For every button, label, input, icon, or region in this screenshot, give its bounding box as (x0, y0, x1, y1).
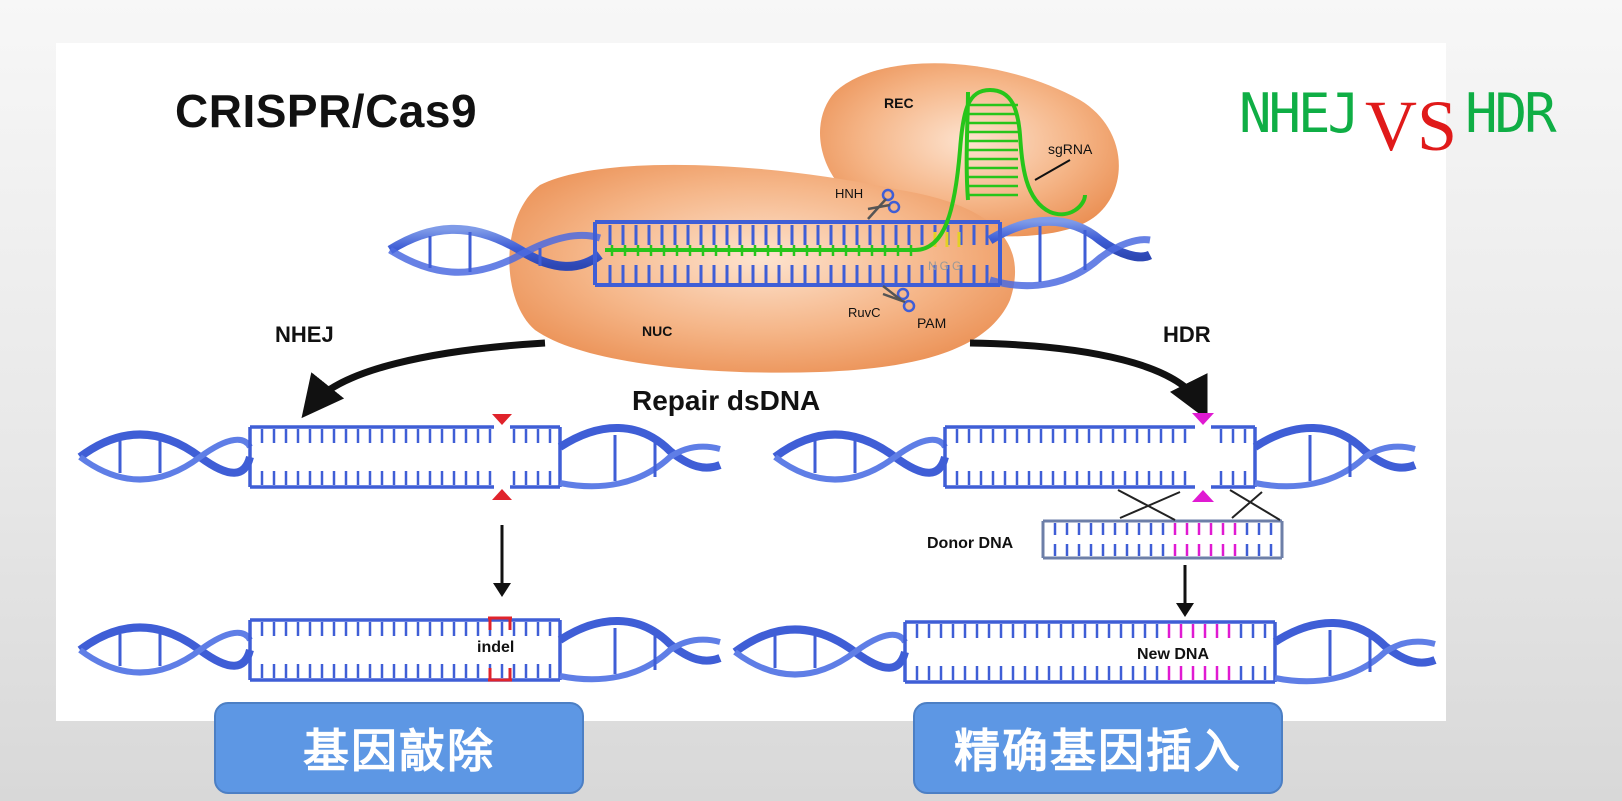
hdr-down-arrow (1176, 565, 1194, 617)
nhej-arrow (301, 339, 546, 419)
hdr-repaired-dna (732, 619, 1437, 685)
diagram-panel (56, 43, 1446, 721)
donor-dna (1041, 519, 1284, 560)
helix-strand (78, 436, 253, 483)
nhej-down-arrow (493, 525, 511, 597)
new-dna-label: New DNA (1137, 646, 1209, 663)
rec-label: REC (884, 95, 914, 111)
sgrna-guide-rungs (610, 245, 913, 256)
donor-dna-label: Donor DNA (927, 535, 1014, 552)
ruvc-label: RuvC (848, 305, 881, 320)
helix-strand (772, 430, 949, 477)
helix-strand (557, 424, 722, 472)
helix-strand (78, 629, 253, 676)
hdr-arrow (969, 339, 1208, 421)
ruvc-scissors-icon (882, 285, 916, 313)
helix-strand (1254, 443, 1416, 490)
hdr-cut-dna (772, 424, 1417, 490)
page-title: CRISPR/Cas9 (175, 85, 478, 137)
ngg-label: NGG (928, 259, 964, 273)
repair-label: Repair dsDNA (632, 385, 820, 416)
sgrna-label: sgRNA (1048, 141, 1093, 157)
sgrna-strand (605, 87, 1087, 256)
hdr-cut-mark-top (1192, 413, 1214, 425)
vs-title-vs: VS (1365, 86, 1458, 166)
nuc-label: NUC (642, 323, 672, 339)
cas9-protein (509, 63, 1119, 373)
hnh-scissors-icon (867, 188, 901, 220)
nhej-cut-dna (77, 424, 722, 490)
helix-strand (1272, 619, 1437, 667)
helix-strand (77, 430, 254, 477)
nhej-repaired-dna (77, 617, 722, 683)
indel-mark-bottom (488, 668, 512, 682)
nhej-cut-mark-top (492, 414, 512, 425)
helix-strand (773, 436, 948, 483)
precise-insertion-button[interactable]: 精确基因插入 (913, 702, 1283, 794)
nhej-label: NHEJ (275, 322, 334, 347)
nhej-vs-hdr-title: NHEJ VS HDR (1239, 82, 1557, 162)
hdr-cut-mark-bottom (1192, 490, 1214, 502)
donor-crossover-lines (1117, 489, 1281, 521)
helix-strand (557, 617, 722, 665)
helix-strand (732, 625, 909, 672)
nuc-lobe (509, 164, 1016, 373)
helix-strand (1252, 424, 1417, 472)
top-dna-lower-rungs (608, 265, 989, 283)
vs-title-hdr: HDR (1465, 82, 1557, 145)
helix-strand (733, 631, 908, 678)
indel-mark-top (488, 616, 512, 630)
helix-strand (77, 623, 254, 670)
nhej-cut-mark-bottom (492, 489, 512, 500)
helix-strand (559, 636, 721, 683)
sgrna-hairpin-rungs (968, 103, 1018, 197)
hnh-label: HNH (835, 186, 863, 201)
hdr-label: HDR (1163, 322, 1211, 347)
top-dna (387, 216, 1153, 290)
gene-knockout-button[interactable]: 基因敲除 (214, 702, 584, 794)
pam-label: PAM (917, 315, 946, 331)
helix-strand (559, 443, 721, 490)
indel-label: indel (477, 639, 514, 656)
helix-strand (1274, 638, 1436, 685)
vs-title-nhej: NHEJ (1239, 82, 1360, 145)
